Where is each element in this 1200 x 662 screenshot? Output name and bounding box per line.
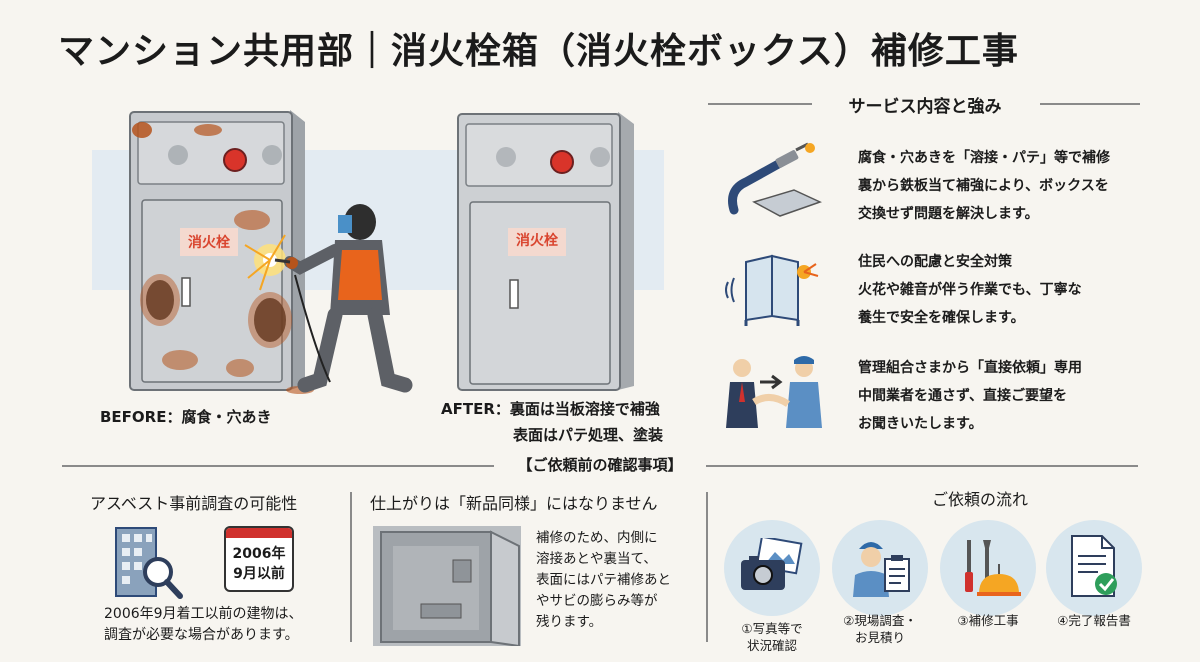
after-box-label: 消火栓 — [516, 233, 558, 249]
flow-step-2-circle — [832, 520, 928, 616]
calendar-line-2: 9月以前 — [233, 566, 285, 582]
service-1-line3: 交換せず問題を解決します。 — [858, 206, 1039, 222]
service-2-line1: 住民への配慮と安全対策 — [858, 254, 1012, 270]
service-3-text: 管理組合さまから「直接依頼」専用 中間業者を通さず、直接ご要望を お聞きいたしま… — [858, 354, 1082, 438]
flow-heading: ご依頼の流れ — [931, 490, 1028, 509]
finish-text-line1: 補修のため、内側に — [536, 530, 658, 546]
asbestos-text-line2: 調査が必要な場合があります。 — [104, 627, 299, 643]
service-3-line3: お聞きいたします。 — [858, 416, 983, 432]
handshake-icon — [722, 352, 832, 436]
service-3-line2: 中間業者を通さず、直接ご要望を — [858, 388, 1068, 404]
after-caption-line2: 表面はパテ処理、塗装 — [513, 426, 664, 444]
flow-step-3-label: ③補修工事 — [928, 612, 1048, 629]
before-caption: BEFORE：腐食・穴あき — [100, 408, 272, 426]
confirm-rule-left — [62, 465, 494, 467]
tools-helmet-icon — [955, 534, 1021, 602]
service-1-line1: 腐食・穴あきを「溶接・パテ」等で補修 — [858, 150, 1110, 166]
finish-text: 補修のため、内側に 溶接あとや裏当て、 表面にはパテ補修あと やサビの膨らみ等が… — [536, 528, 671, 633]
confirm-rule-right — [706, 465, 1138, 467]
report-document-icon — [1066, 534, 1122, 602]
before-box-label: 消火栓 — [188, 235, 230, 251]
services-rule-right — [1040, 103, 1140, 105]
service-2-text: 住民への配慮と安全対策 火花や雑音が伴う作業でも、丁寧な 養生で安全を確保します… — [858, 248, 1082, 332]
service-2-line3: 養生で安全を確保します。 — [858, 310, 1025, 326]
flow-step-2-label: ②現場調査・ お見積り — [820, 612, 940, 646]
flow-step-1-label-line2: 状況確認 — [746, 638, 797, 653]
flow-step-1-circle — [724, 520, 820, 616]
welding-torch-icon — [724, 140, 824, 226]
building-search-icon — [106, 522, 186, 606]
service-1-text: 腐食・穴あきを「溶接・パテ」等で補修 裏から鉄板当て補強により、ボックスを 交換… — [858, 144, 1110, 228]
finish-text-line3: 表面にはパテ補修あと — [536, 572, 671, 588]
flow-step-4-circle — [1046, 520, 1142, 616]
services-rule-left — [708, 103, 812, 105]
flow-step-4-label: ④完了報告書 — [1034, 612, 1154, 629]
finish-heading: 仕上がりは「新品同様」にはなりません — [370, 494, 658, 513]
after-caption-line1: AFTER：裏面は当板溶接で補強 — [441, 400, 660, 418]
asbestos-heading: アスベスト事前調査の可能性 — [90, 494, 298, 513]
safety-screen-icon — [722, 250, 822, 334]
flow-divider — [706, 492, 708, 642]
confirm-heading: 【ご依頼前の確認事項】 — [517, 456, 683, 474]
flow-step-3-label-line1: ③補修工事 — [957, 613, 1019, 628]
inspector-clipboard-icon — [845, 533, 915, 603]
after-illustration — [450, 104, 660, 398]
page-title: マンション共用部｜消火栓箱（消火栓ボックス）補修工事 — [58, 31, 1019, 72]
calendar-icon: 2006年 9月以前 — [224, 526, 294, 592]
flow-step-1-label: ①写真等で 状況確認 — [712, 620, 832, 654]
flow-step-1-label-line1: ①写真等で — [741, 621, 803, 636]
services-heading: サービス内容と強み — [848, 97, 1002, 117]
calendar-line-1: 2006年 — [232, 546, 286, 562]
service-3-line1: 管理組合さまから「直接依頼」専用 — [858, 360, 1082, 376]
flow-step-2-label-line2: お見積り — [854, 630, 905, 645]
calendar-header-bar — [226, 528, 292, 538]
service-2-line2: 火花や雑音が伴う作業でも、丁寧な — [858, 282, 1082, 298]
finish-text-line4: やサビの膨らみ等が — [536, 593, 658, 609]
finish-text-line2: 溶接あとや裏当て、 — [536, 551, 657, 567]
finish-text-line5: 残ります。 — [536, 614, 603, 630]
confirm-divider — [350, 492, 352, 642]
asbestos-text-line1: 2006年9月着工以前の建物は、 — [104, 606, 303, 622]
camera-photo-icon — [737, 535, 807, 598]
flow-step-4-label-line1: ④完了報告書 — [1057, 613, 1131, 628]
asbestos-text: 2006年9月着工以前の建物は、 調査が必要な場合があります。 — [104, 604, 303, 646]
flow-step-3-circle — [940, 520, 1036, 616]
flow-step-2-label-line1: ②現場調査・ — [843, 613, 917, 628]
before-illustration — [120, 100, 430, 404]
box-interior-photo — [373, 526, 521, 650]
service-1-line2: 裏から鉄板当て補強により、ボックスを — [858, 178, 1109, 194]
